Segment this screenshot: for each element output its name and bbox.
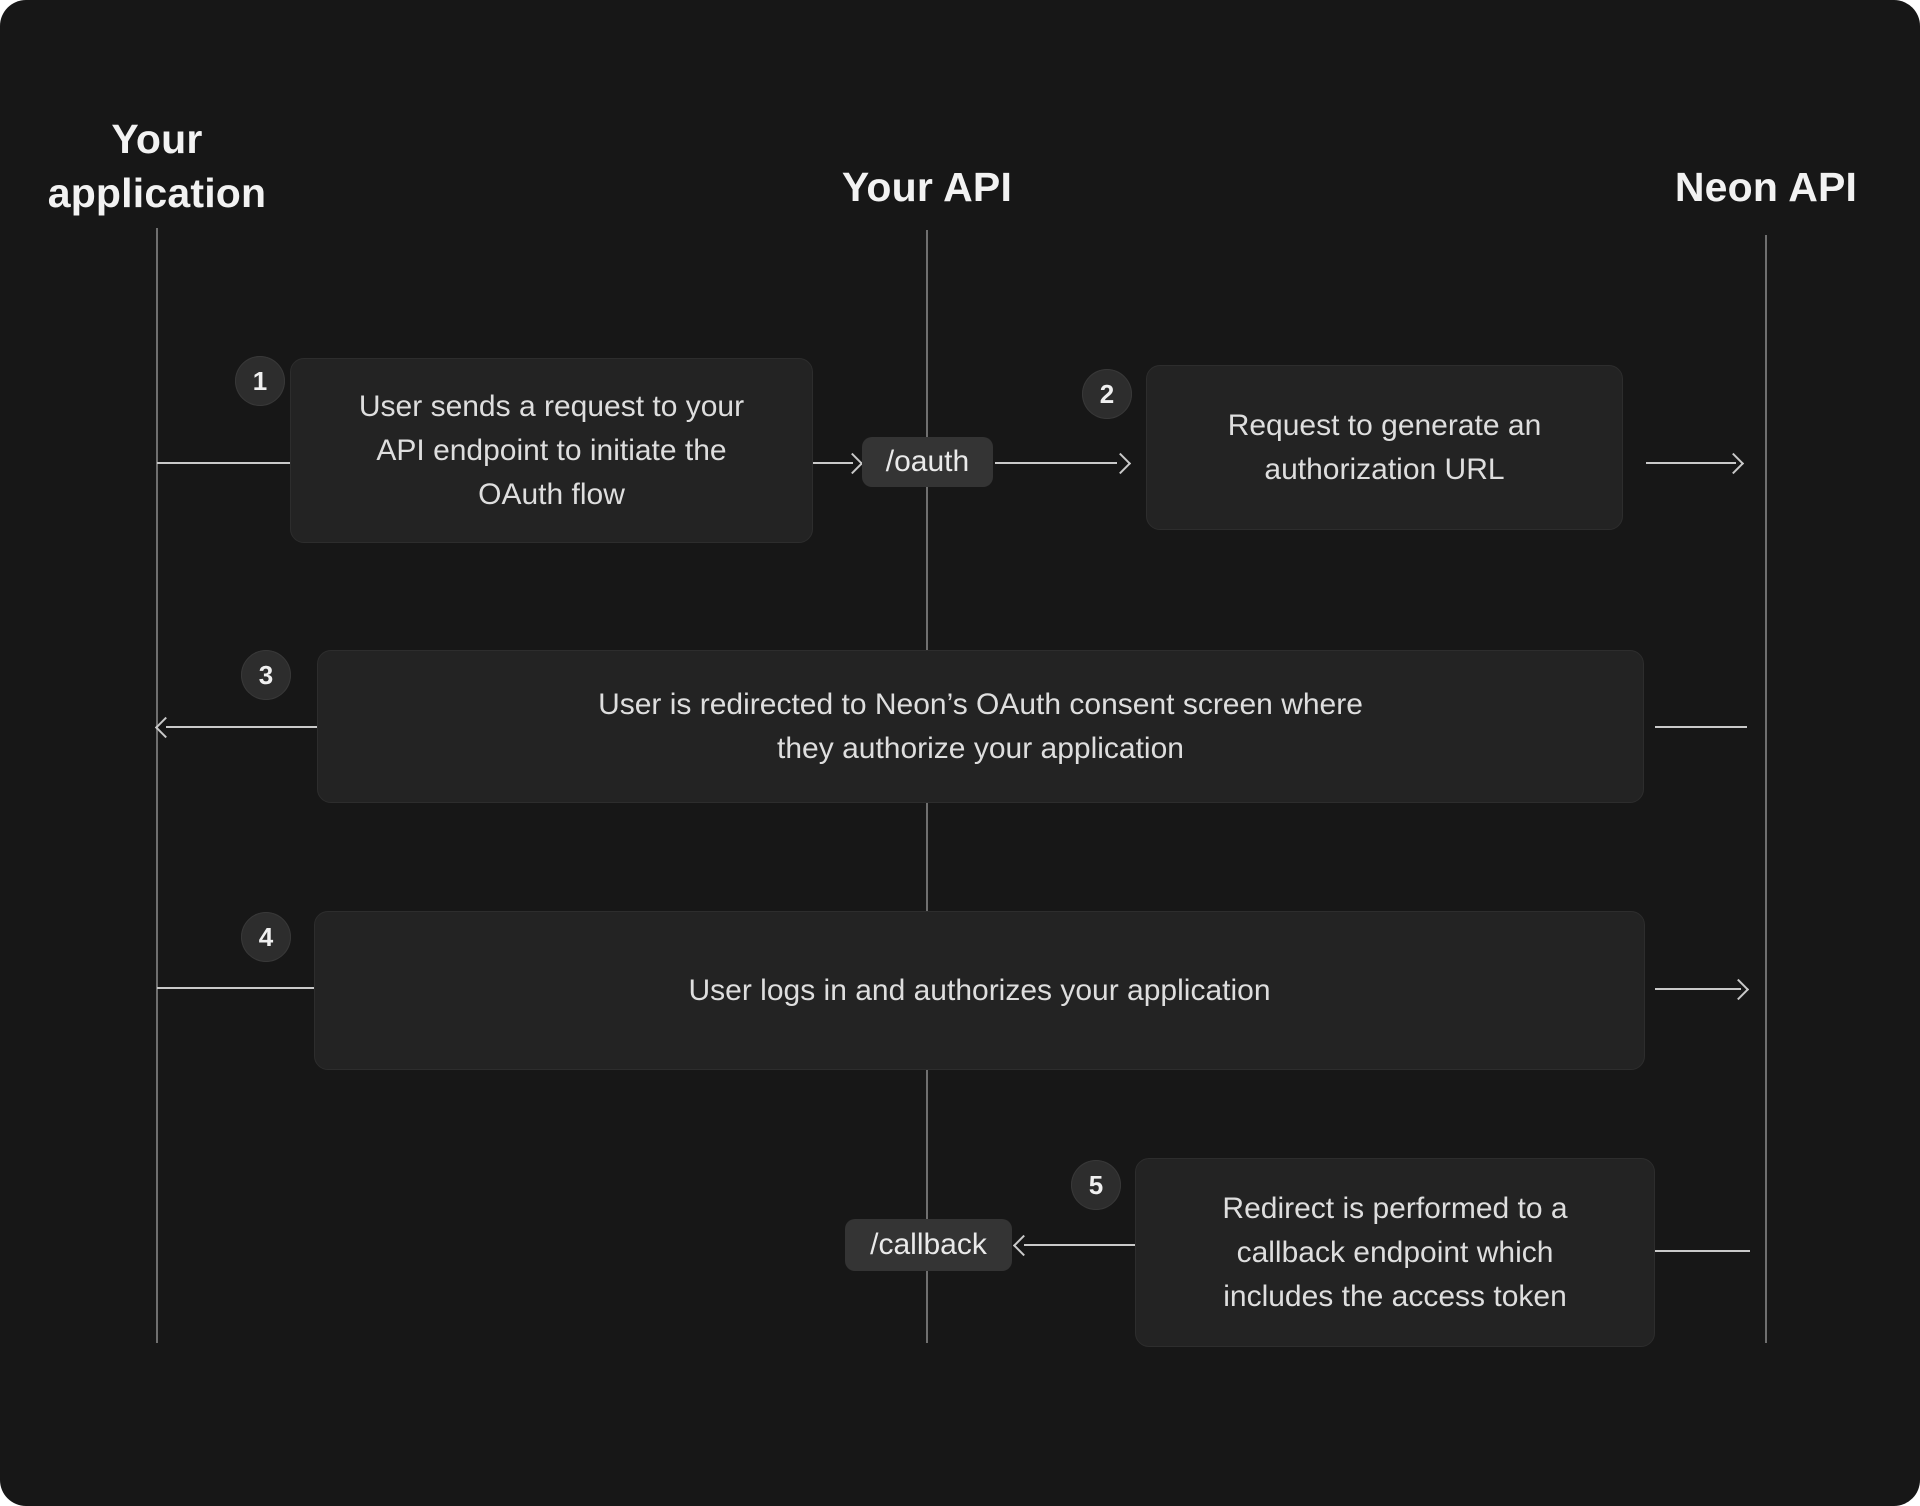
step-1-text-line: User sends a request to your bbox=[358, 389, 745, 423]
step-2-text-line: authorization URL bbox=[1264, 452, 1505, 486]
step-3-box: User is redirected to Neon’s OAuth conse… bbox=[317, 650, 1644, 803]
step-3-connector-left bbox=[166, 726, 317, 728]
step-1-badge: 1 bbox=[235, 356, 285, 406]
actor-label-neon-api: Neon API bbox=[1674, 164, 1858, 210]
step-1-box: User sends a request to your API endpoin… bbox=[290, 358, 813, 543]
lifeline-your-application bbox=[156, 228, 158, 1343]
step-1-text-line: API endpoint to initiate the bbox=[376, 433, 727, 467]
step-5-text-line: includes the access token bbox=[1223, 1279, 1567, 1313]
step-3-text-line: they authorize your application bbox=[777, 731, 1184, 765]
step-4-badge: 4 bbox=[241, 912, 291, 962]
step-4-box: User logs in and authorizes your applica… bbox=[314, 911, 1645, 1070]
endpoint-callback-chip: /callback bbox=[845, 1219, 1012, 1271]
step-5-text-line: callback endpoint which bbox=[1236, 1235, 1554, 1269]
step-2-connector-from-oauth bbox=[995, 462, 1117, 464]
step-2-text-line: Request to generate an bbox=[1227, 408, 1542, 442]
step-5-text-line: Redirect is performed to a bbox=[1222, 1191, 1568, 1225]
step-5-box: Redirect is performed to a callback endp… bbox=[1135, 1158, 1655, 1347]
step-1-connector-to-oauth bbox=[813, 462, 853, 464]
step-2-badge: 2 bbox=[1082, 369, 1132, 419]
step-4-connector-right bbox=[1655, 988, 1741, 990]
step-3-badge: 3 bbox=[241, 650, 291, 700]
actor-label-your-api: Your API bbox=[841, 164, 1013, 210]
actor-label-your-application: Your application bbox=[47, 116, 267, 216]
step-1-connector-left bbox=[157, 462, 290, 464]
step-3-connector-right bbox=[1655, 726, 1747, 728]
step-4-connector-left bbox=[157, 987, 314, 989]
step-1-text-line: OAuth flow bbox=[478, 477, 625, 511]
step-4-text-line: User logs in and authorizes your applica… bbox=[688, 973, 1271, 1007]
endpoint-oauth-chip: /oauth bbox=[862, 437, 993, 487]
step-3-text-line: User is redirected to Neon’s OAuth conse… bbox=[598, 687, 1363, 721]
step-5-connector-right bbox=[1655, 1250, 1750, 1252]
step-2-box: Request to generate an authorization URL bbox=[1146, 365, 1623, 530]
step-2-connector-right bbox=[1646, 462, 1736, 464]
step-5-connector-to-callback bbox=[1024, 1244, 1135, 1246]
step-5-badge: 5 bbox=[1071, 1160, 1121, 1210]
lifeline-neon-api bbox=[1765, 235, 1767, 1343]
